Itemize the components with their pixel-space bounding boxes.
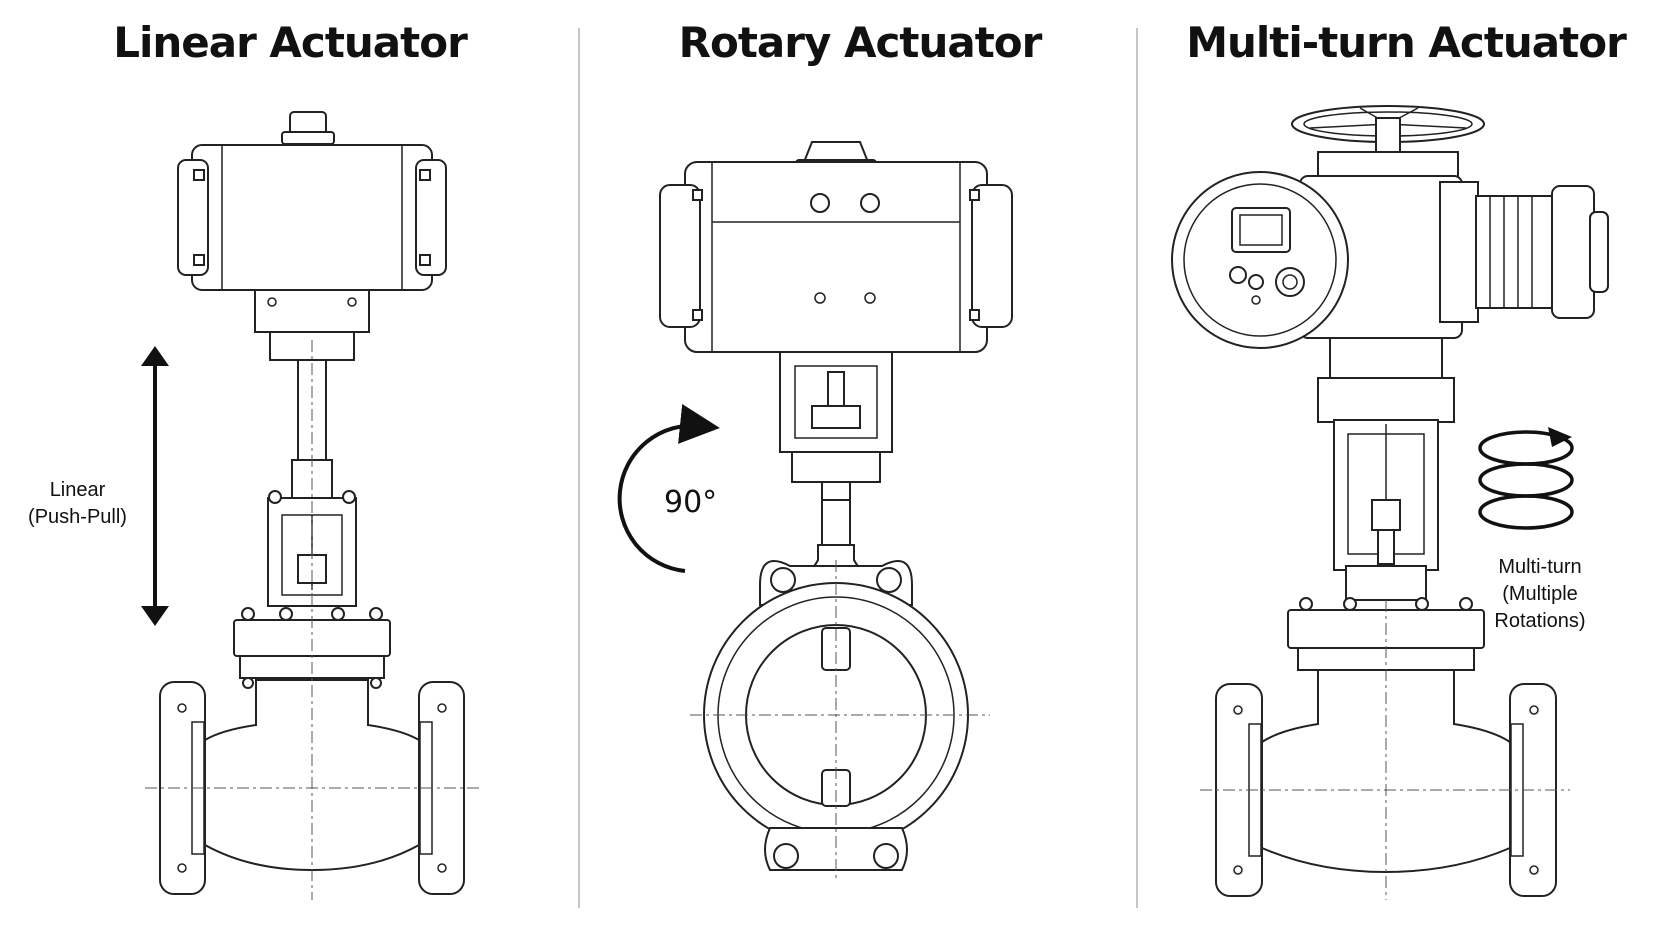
spiral-arrow-icon [1478, 427, 1574, 530]
vertical-double-arrow-icon [141, 346, 169, 626]
panel-rotary: Rotary Actuator [580, 0, 1140, 941]
divider-right [1136, 28, 1138, 908]
rotation-angle-label: 90° [664, 485, 718, 520]
panel-linear: Linear Actuator [0, 0, 580, 941]
title-rotary: Rotary Actuator [678, 18, 1043, 67]
multiturn-actuator-drawing [1171, 105, 1609, 900]
linear-actuator-drawing [141, 111, 480, 900]
title-linear: Linear Actuator [113, 18, 468, 67]
curved-arrow-icon [617, 404, 720, 573]
rotary-actuator-drawing [617, 141, 1013, 880]
title-multiturn: Multi-turn Actuator [1186, 18, 1627, 67]
multiturn-motion-label: Multi-turn (Multiple Rotations) [1494, 556, 1586, 632]
divider-left [578, 28, 580, 908]
linear-motion-label: Linear (Push-Pull) [28, 479, 127, 528]
panel-multiturn: Multi-turn Actuator [1140, 0, 1672, 941]
